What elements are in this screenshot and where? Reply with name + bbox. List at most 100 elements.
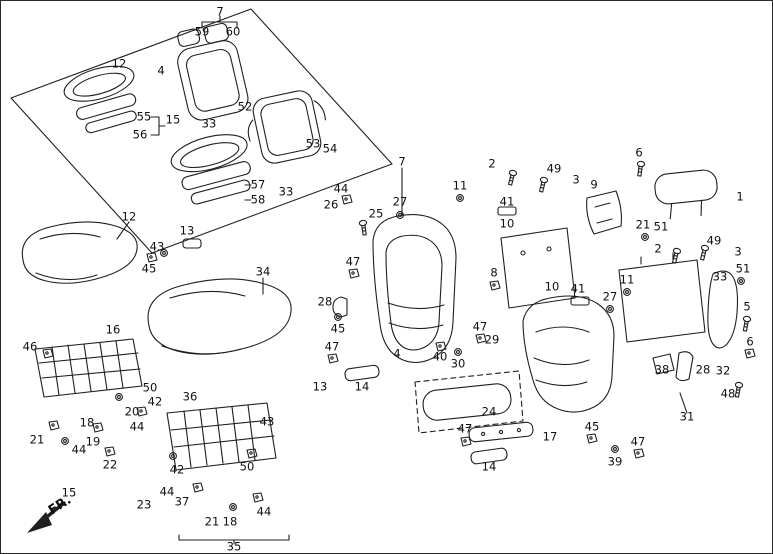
left-cushion-assembly	[21, 221, 292, 545]
part-number-callout: 18	[79, 415, 95, 430]
part-number-callout: 37	[174, 494, 190, 509]
part-number-callout: 25	[368, 206, 384, 221]
part-number-callout: 39	[607, 454, 623, 469]
part-number-callout: 15	[165, 112, 181, 127]
part-number-callout: 52	[237, 99, 253, 114]
part-number-callout: 54	[322, 141, 338, 156]
part-number-callout: 44	[129, 419, 145, 434]
part-number-callout: 45	[584, 419, 600, 434]
part-number-callout: 15	[61, 485, 77, 500]
part-number-callout: 2	[488, 156, 496, 171]
part-number-callout: 48	[720, 386, 736, 401]
part-number-callout: 49	[546, 161, 562, 176]
part-number-callout: 45	[141, 261, 157, 276]
part-number-callout: 19	[85, 434, 101, 449]
part-number-callout: 13	[179, 223, 195, 238]
part-number-callout: 32	[715, 363, 731, 378]
part-number-callout: 22	[102, 457, 118, 472]
part-number-callout: 33	[201, 116, 217, 131]
part-number-callout: 49	[706, 233, 722, 248]
part-number-callout: 11	[452, 178, 468, 193]
part-number-callout: 44	[71, 442, 87, 457]
part-number-callout: 43	[149, 239, 165, 254]
part-number-callout: 53	[305, 136, 321, 151]
part-number-callout: 47	[345, 254, 361, 269]
part-number-callout: 58	[250, 192, 266, 207]
part-number-callout: 24	[481, 404, 497, 419]
part-number-callout: 14	[354, 379, 370, 394]
part-number-callout: 31	[679, 409, 695, 424]
part-number-callout: 21	[204, 514, 220, 529]
part-number-callout: 34	[255, 264, 271, 279]
part-number-callout: 5	[743, 299, 751, 314]
part-number-callout: 28	[695, 362, 711, 377]
armrest-assembly	[414, 370, 645, 465]
part-number-callout: 30	[450, 356, 466, 371]
fr-arrow-icon	[27, 501, 66, 533]
top-left-assembly	[10, 8, 393, 254]
part-number-callout: 38	[654, 362, 670, 377]
part-number-callout: 12	[111, 56, 127, 71]
part-number-callout: 14	[481, 459, 497, 474]
part-number-callout: 3	[734, 244, 742, 259]
part-number-callout: 16	[105, 322, 121, 337]
part-number-callout: 6	[746, 334, 754, 349]
part-number-callout: 44	[256, 504, 272, 519]
part-number-callout: 10	[544, 279, 560, 294]
part-number-callout: 12	[121, 209, 137, 224]
part-number-callout: 43	[259, 414, 275, 429]
part-number-callout: 55	[136, 109, 152, 124]
part-number-callout: 50	[142, 380, 158, 395]
part-number-callout: 26	[323, 197, 339, 212]
part-number-callout: 41	[499, 194, 515, 209]
part-number-callout: 47	[324, 339, 340, 354]
part-number-callout: 6	[635, 145, 643, 160]
part-number-callout: 11	[619, 272, 635, 287]
part-number-callout: 17	[542, 429, 558, 444]
part-number-callout: 27	[392, 194, 408, 209]
part-number-callout: 47	[630, 434, 646, 449]
part-number-callout: 4	[393, 346, 401, 361]
right-seatback-assembly	[522, 169, 756, 414]
part-number-callout: 46	[22, 339, 38, 354]
part-number-callout: 7	[216, 4, 224, 19]
part-number-callout: 51	[653, 219, 669, 234]
part-number-callout: 23	[136, 497, 152, 512]
part-number-callout: 50	[239, 459, 255, 474]
part-number-callout: 7	[398, 154, 406, 169]
part-number-callout: 36	[182, 389, 198, 404]
part-number-callout: 47	[457, 421, 473, 436]
part-number-callout: 47	[472, 319, 488, 334]
part-number-callout: 33	[712, 269, 728, 284]
part-number-callout: 8	[490, 265, 498, 280]
back-panel-assembly	[456, 160, 710, 343]
part-number-callout: 29	[484, 332, 500, 347]
part-number-callout: 27	[602, 289, 618, 304]
part-number-callout: 57	[250, 177, 266, 192]
part-number-callout: 10	[499, 216, 515, 231]
part-number-callout: 40	[432, 349, 448, 364]
part-number-callout: 28	[317, 294, 333, 309]
part-number-callout: 42	[147, 394, 163, 409]
part-number-callout: 13	[312, 379, 328, 394]
center-seatback-assembly	[327, 167, 487, 382]
part-number-callout: 20	[124, 404, 140, 419]
part-number-callout: 56	[132, 127, 148, 142]
part-number-callout: 21	[29, 432, 45, 447]
part-number-callout: 2	[654, 241, 662, 256]
part-number-callout: 44	[159, 484, 175, 499]
part-number-callout: 59	[194, 24, 210, 39]
part-number-callout: 1	[736, 189, 744, 204]
part-number-callout: 51	[735, 261, 751, 276]
part-number-callout: 18	[222, 514, 238, 529]
part-number-callout: 33	[278, 184, 294, 199]
part-number-callout: 21	[635, 217, 651, 232]
part-number-callout: 3	[572, 172, 580, 187]
part-number-callout: 41	[570, 281, 586, 296]
part-number-callout: 45	[330, 321, 346, 336]
part-number-callout: 44	[333, 181, 349, 196]
part-number-callout: 9	[590, 177, 598, 192]
part-number-callout: 4	[157, 63, 165, 78]
